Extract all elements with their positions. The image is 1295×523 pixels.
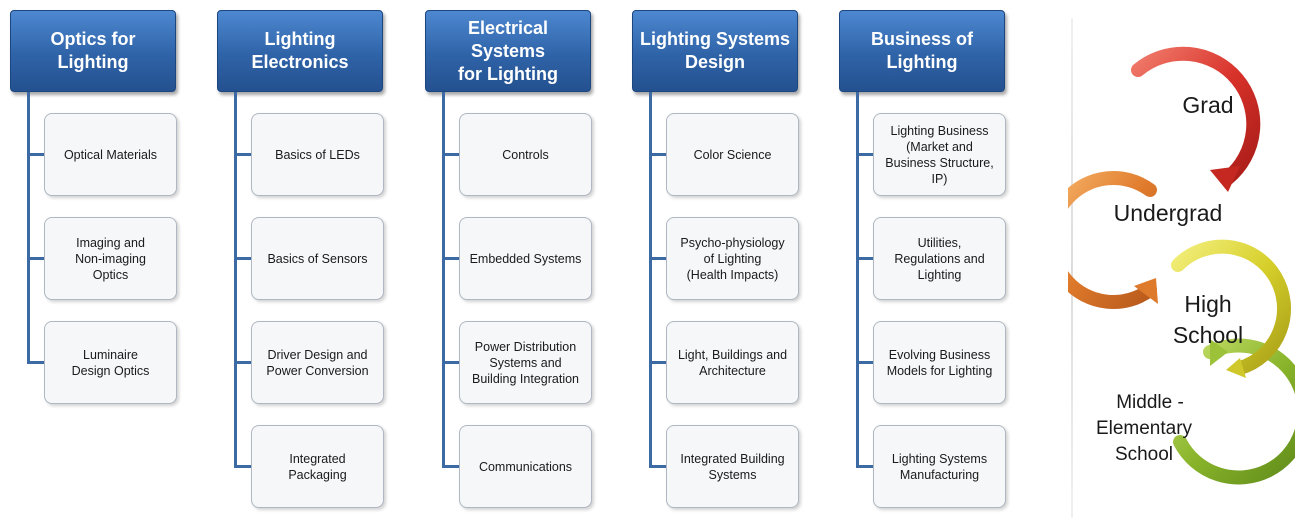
connector-branch <box>856 153 874 156</box>
connector-branch <box>442 257 460 260</box>
connector-line <box>27 92 30 364</box>
topic-box: Optical Materials <box>44 113 177 196</box>
column-header: Lighting Systems Design <box>632 10 798 92</box>
column-header: Optics for Lighting <box>10 10 176 92</box>
column-header: Electrical Systems for Lighting <box>425 10 591 92</box>
connector-line <box>856 92 859 468</box>
topic-box: Controls <box>459 113 592 196</box>
connector-branch <box>234 153 252 156</box>
connector-branch <box>649 257 667 260</box>
topic-box: Utilities, Regulations and Lighting <box>873 217 1006 300</box>
topic-box: Light, Buildings and Architecture <box>666 321 799 404</box>
topic-box: Psycho-physiology of Lighting (Health Im… <box>666 217 799 300</box>
middle-elementary-label-line-2: Elementary <box>1096 418 1193 439</box>
orange-ring-arrow <box>1068 171 1158 309</box>
topic-box: Driver Design and Power Conversion <box>251 321 384 404</box>
connector-branch <box>27 257 45 260</box>
connector-branch <box>27 153 45 156</box>
topic-box: Integrated Building Systems <box>666 425 799 508</box>
topic-box: Integrated Packaging <box>251 425 384 508</box>
connector-branch <box>27 361 45 364</box>
separator <box>1071 18 1073 518</box>
topic-box: Lighting Business (Market and Business S… <box>873 113 1006 196</box>
connector-branch <box>234 361 252 364</box>
topic-box: Evolving Business Models for Lighting <box>873 321 1006 404</box>
undergrad-label: Undergrad <box>1114 200 1223 226</box>
high-school-label-line-2: School <box>1173 322 1243 348</box>
topic-box: Lighting Systems Manufacturing <box>873 425 1006 508</box>
connector-branch <box>856 361 874 364</box>
connector-branch <box>442 153 460 156</box>
topic-box: Basics of LEDs <box>251 113 384 196</box>
topic-box: Basics of Sensors <box>251 217 384 300</box>
yellow-ring-arrow <box>1171 239 1291 378</box>
connector-branch <box>856 465 874 468</box>
topic-box: Communications <box>459 425 592 508</box>
connector-branch <box>649 465 667 468</box>
connector-line <box>649 92 652 468</box>
high-school-label-line-1: High <box>1184 291 1231 317</box>
connector-line <box>442 92 445 468</box>
red-ring-arrow <box>1131 46 1261 192</box>
middle-elementary-label-line-1: Middle - <box>1116 392 1184 413</box>
connector-branch <box>649 153 667 156</box>
topic-box: Luminaire Design Optics <box>44 321 177 404</box>
green-ring-arrow <box>1173 338 1295 485</box>
connector-line <box>234 92 237 468</box>
connector-branch <box>234 257 252 260</box>
column-header: Business of Lighting <box>839 10 1005 92</box>
column-header: Lighting Electronics <box>217 10 383 92</box>
topic-box: Color Science <box>666 113 799 196</box>
topic-box: Power Distribution Systems and Building … <box>459 321 592 404</box>
topic-box: Embedded Systems <box>459 217 592 300</box>
connector-branch <box>234 465 252 468</box>
connector-branch <box>649 361 667 364</box>
education-cycle-diagram: Grad Undergrad High School Middle - Elem… <box>1068 46 1295 485</box>
topic-box: Imaging and Non-imaging Optics <box>44 217 177 300</box>
grad-label: Grad <box>1182 92 1233 118</box>
middle-elementary-label-line-3: School <box>1115 444 1173 465</box>
connector-branch <box>442 465 460 468</box>
connector-branch <box>856 257 874 260</box>
connector-branch <box>442 361 460 364</box>
